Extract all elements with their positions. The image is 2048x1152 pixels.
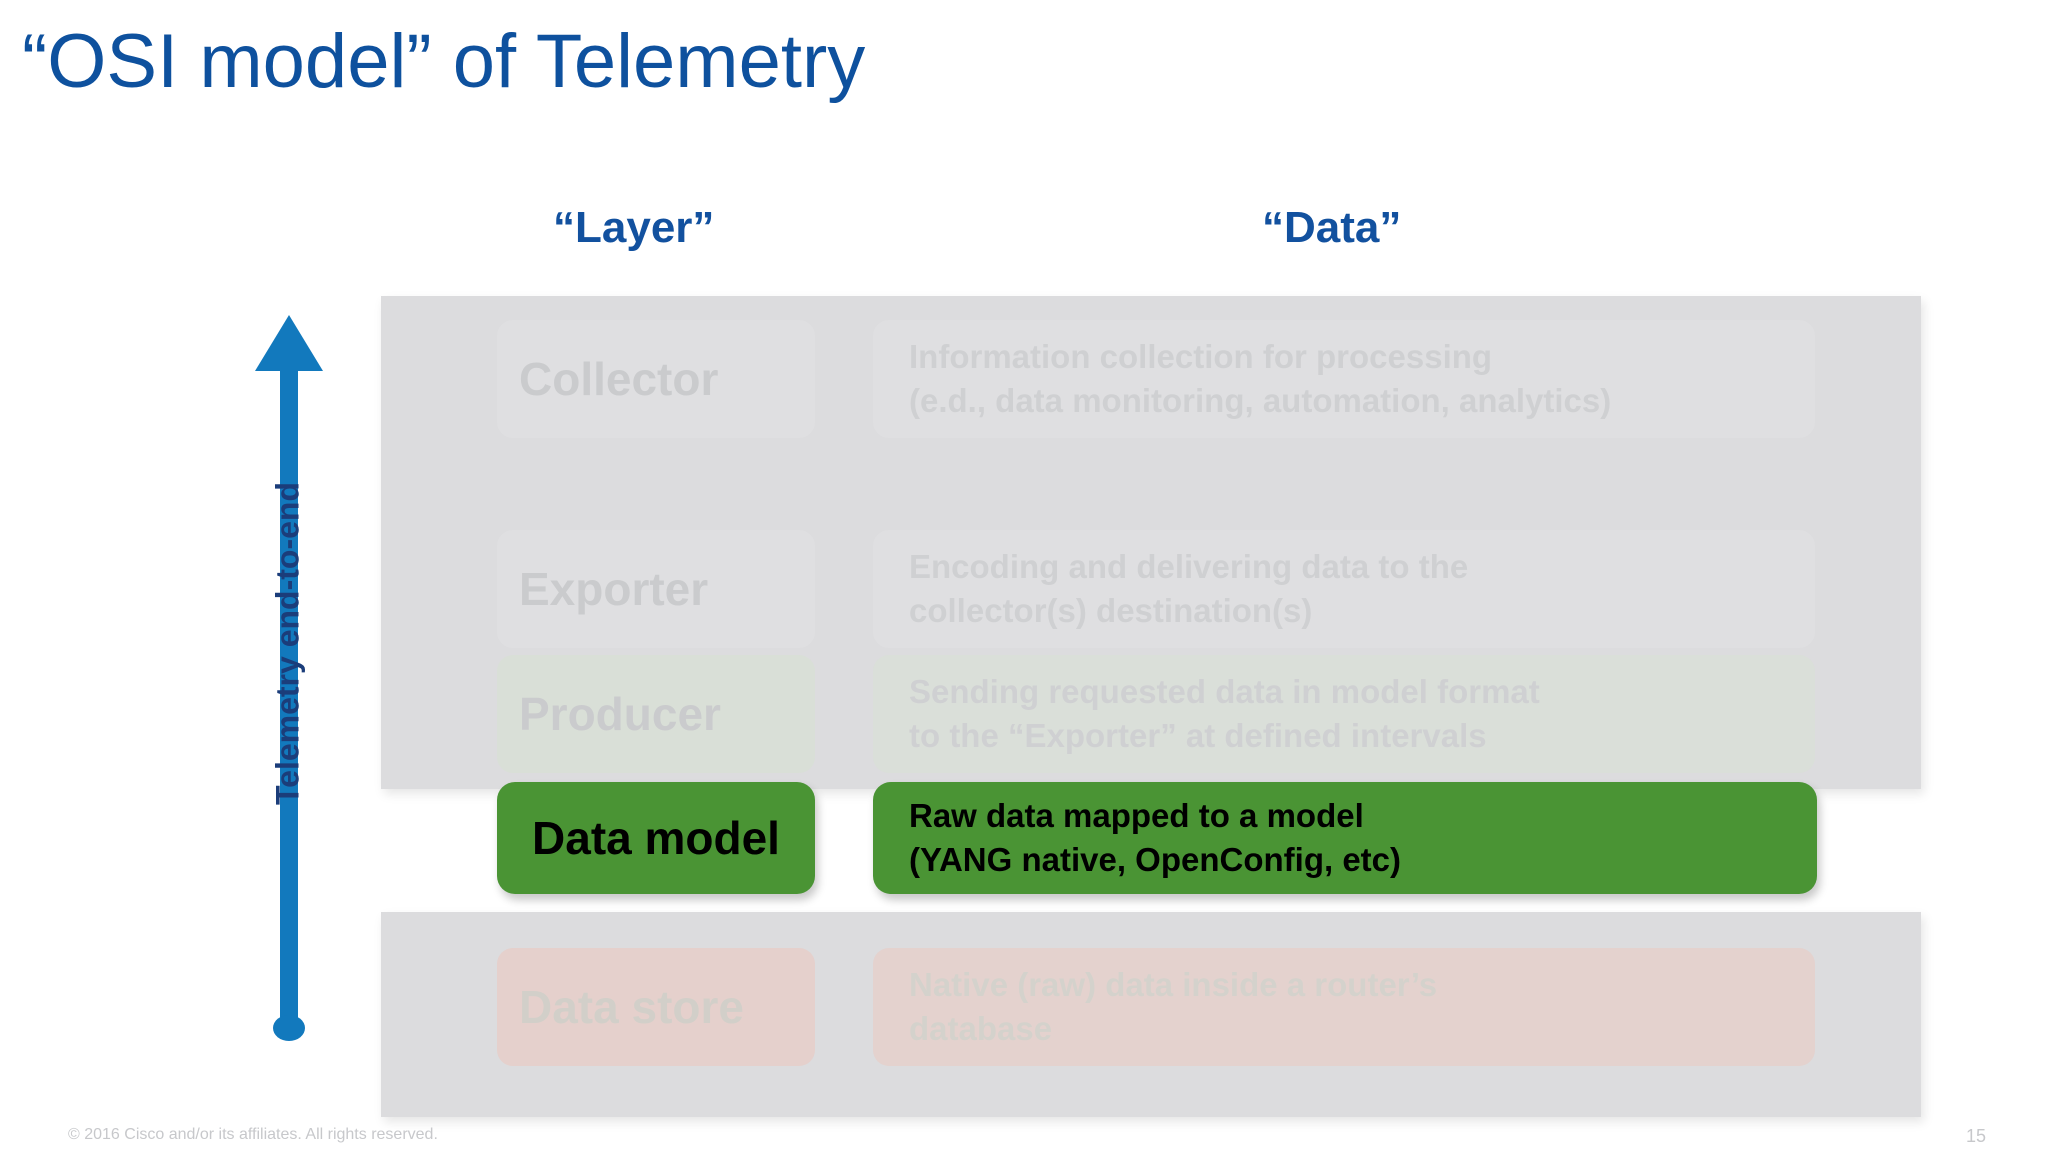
layer-label-collector: Collector [497, 320, 815, 438]
data-description-exporter: Encoding and delivering data to the coll… [873, 530, 1815, 648]
data-description-data-model[interactable]: Raw data mapped to a model (YANG native,… [873, 782, 1817, 894]
layer-label-data-store: Data store [497, 948, 815, 1066]
data-line-2: database [909, 1010, 1053, 1047]
telemetry-arrow-group: Telemetry end-to-end [228, 315, 348, 1065]
data-line-1: Raw data mapped to a model [909, 797, 1364, 835]
column-header-layer: “Layer” [553, 203, 715, 252]
data-line-2: to the “Exporter” at defined intervals [909, 717, 1487, 754]
table-row-data-model[interactable]: Data model Raw data mapped to a model (Y… [0, 782, 2048, 904]
page-title: “OSI model” of Telemetry [22, 19, 866, 104]
data-line-2: (e.d., data monitoring, automation, anal… [909, 382, 1612, 419]
data-description-collector: Information collection for processing (e… [873, 320, 1815, 438]
table-row-producer: Producer Sending requested data in model… [0, 655, 2048, 775]
data-line-1: Sending requested data in model format [909, 673, 1540, 711]
layer-label-exporter: Exporter [497, 530, 815, 648]
column-header-data: “Data” [1262, 203, 1402, 252]
data-line-1: Information collection for processing [909, 338, 1493, 376]
arrow-end-dot-icon [273, 1015, 305, 1041]
table-row-data-store: Data store Native (raw) data inside a ro… [0, 948, 2048, 1068]
layer-label-data-model[interactable]: Data model [497, 782, 815, 894]
table-row-collector: Collector Information collection for pro… [0, 320, 2048, 440]
data-line-1: Native (raw) data inside a router’s [909, 966, 1438, 1004]
data-line-1: Encoding and delivering data to the [909, 548, 1469, 586]
data-description-data-store: Native (raw) data inside a router’s data… [873, 948, 1815, 1066]
page-number: 15 [1966, 1126, 1987, 1146]
arrow-shaft [280, 367, 298, 1027]
arrow-up-icon [255, 315, 323, 371]
data-line-2: collector(s) destination(s) [909, 592, 1313, 629]
table-row-exporter: Exporter Encoding and delivering data to… [0, 530, 2048, 650]
data-line-2: (YANG native, OpenConfig, etc) [909, 841, 1402, 878]
footer-copyright: © 2016 Cisco and/or its affiliates. All … [68, 1126, 438, 1143]
layer-label-producer: Producer [497, 655, 815, 773]
data-description-producer: Sending requested data in model format t… [873, 655, 1815, 773]
